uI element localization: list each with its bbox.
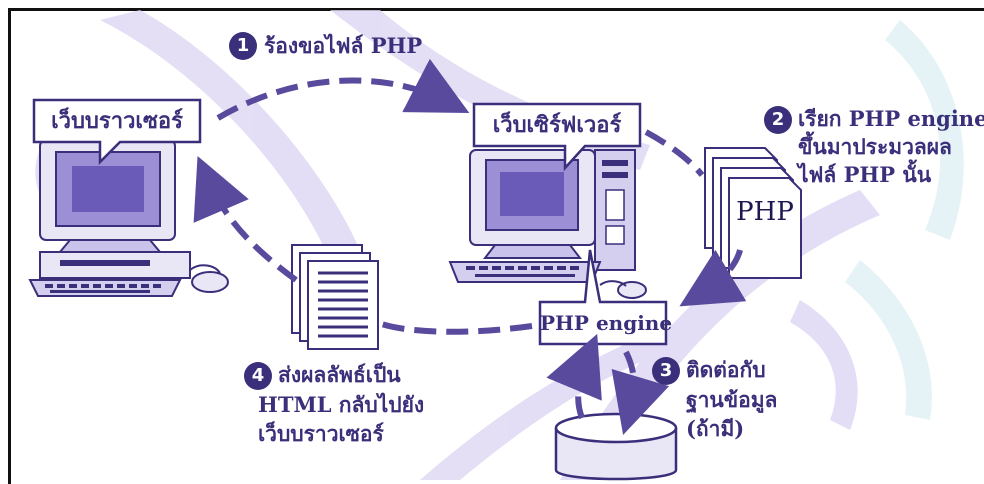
step-3-line-1: ติดต่อกับ — [686, 357, 766, 382]
php-document-stack — [704, 147, 802, 279]
step-3-line-3: (ถ้ามี) — [686, 416, 745, 441]
step-4-line-2: HTML กลับไปยัง — [258, 392, 425, 417]
browser-label-box — [32, 98, 202, 166]
step-2-line-3: ไฟล์ PHP นั้น — [798, 162, 932, 187]
step-4-line-1: ส่งผลลัพธ์เป็น — [278, 362, 401, 387]
arrow-to-html — [374, 319, 533, 335]
arrow-request — [216, 58, 470, 121]
arrow-response — [193, 155, 298, 283]
step-1-badge: 1 — [229, 32, 257, 60]
php-doc-label: PHP — [736, 197, 794, 227]
flow-arrows — [193, 58, 747, 435]
step-3-line-2: ฐานข้อมูล — [686, 387, 778, 412]
diagram-frame — [8, 8, 984, 484]
step-4-line-3: เว็บบราวเซอร์ — [258, 421, 384, 446]
php-engine-label: PHP engine — [540, 311, 673, 335]
html-document-stack — [291, 244, 379, 350]
server-label: เว็บเซิร์ฟเวอร์ — [492, 112, 622, 138]
arrow-db-down — [611, 350, 670, 435]
step-4-badge: 4 — [244, 362, 272, 390]
server-label-box — [472, 102, 642, 172]
arrow-to-engine — [679, 249, 747, 307]
browser-label: เว็บบราวเซอร์ — [51, 108, 183, 134]
step-2-line-1: เรียก PHP engine — [798, 106, 984, 131]
step-3-badge: 3 — [652, 357, 680, 385]
step-2-badge: 2 — [764, 106, 792, 134]
server-computer — [448, 149, 647, 299]
arrow-to-php — [644, 129, 705, 177]
browser-computer — [28, 139, 229, 297]
arrow-db-up — [546, 333, 602, 420]
database-cylinder — [554, 412, 678, 481]
step-1-text: ร้องขอไฟล์ PHP — [264, 33, 423, 58]
step-2-line-2: ขึ้นมาประมวลผล — [798, 134, 952, 159]
